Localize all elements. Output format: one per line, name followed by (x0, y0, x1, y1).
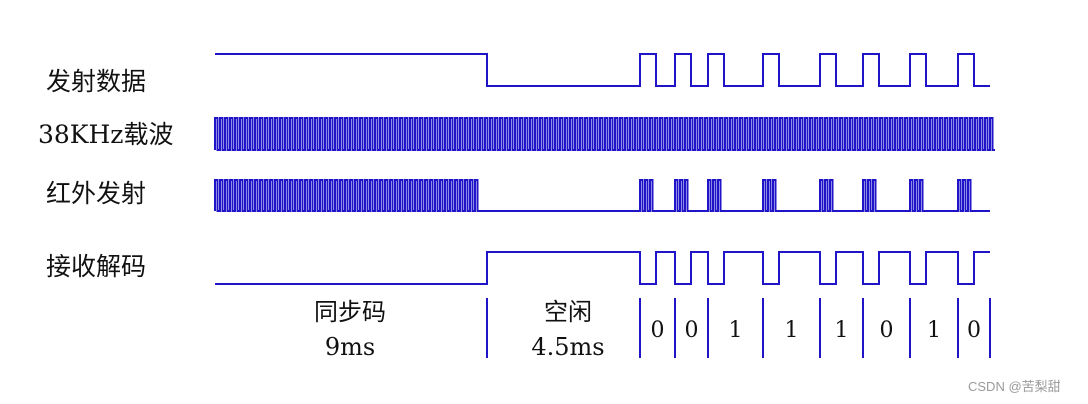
bit-label: 0 (685, 318, 699, 343)
decode-waveform (215, 251, 990, 285)
bit-label: 1 (835, 318, 849, 343)
send-data-waveform (215, 53, 990, 87)
row-label-send-data: 发射数据 (46, 67, 146, 96)
sync-code-label: 同步码 (314, 298, 386, 326)
idle-time: 4.5ms (531, 333, 604, 361)
bit-label: 0 (967, 318, 981, 343)
bit-label: 0 (651, 318, 665, 343)
idle-label: 空闲 (544, 298, 592, 326)
watermark: CSDN @苦梨甜 (968, 379, 1061, 394)
row-label-ir-emit: 红外发射 (46, 179, 146, 208)
bit-label: 1 (927, 318, 941, 343)
row-label-carrier: 38KHz载波 (38, 120, 173, 149)
carrier-waveform (214, 117, 995, 151)
sync-code-time: 9ms (325, 333, 375, 361)
row-label-decode: 接收解码 (46, 252, 146, 281)
ir-emit-waveform (214, 179, 990, 212)
bit-label: 1 (729, 318, 743, 343)
bit-label: 0 (880, 318, 894, 343)
bit-label: 1 (785, 318, 799, 343)
